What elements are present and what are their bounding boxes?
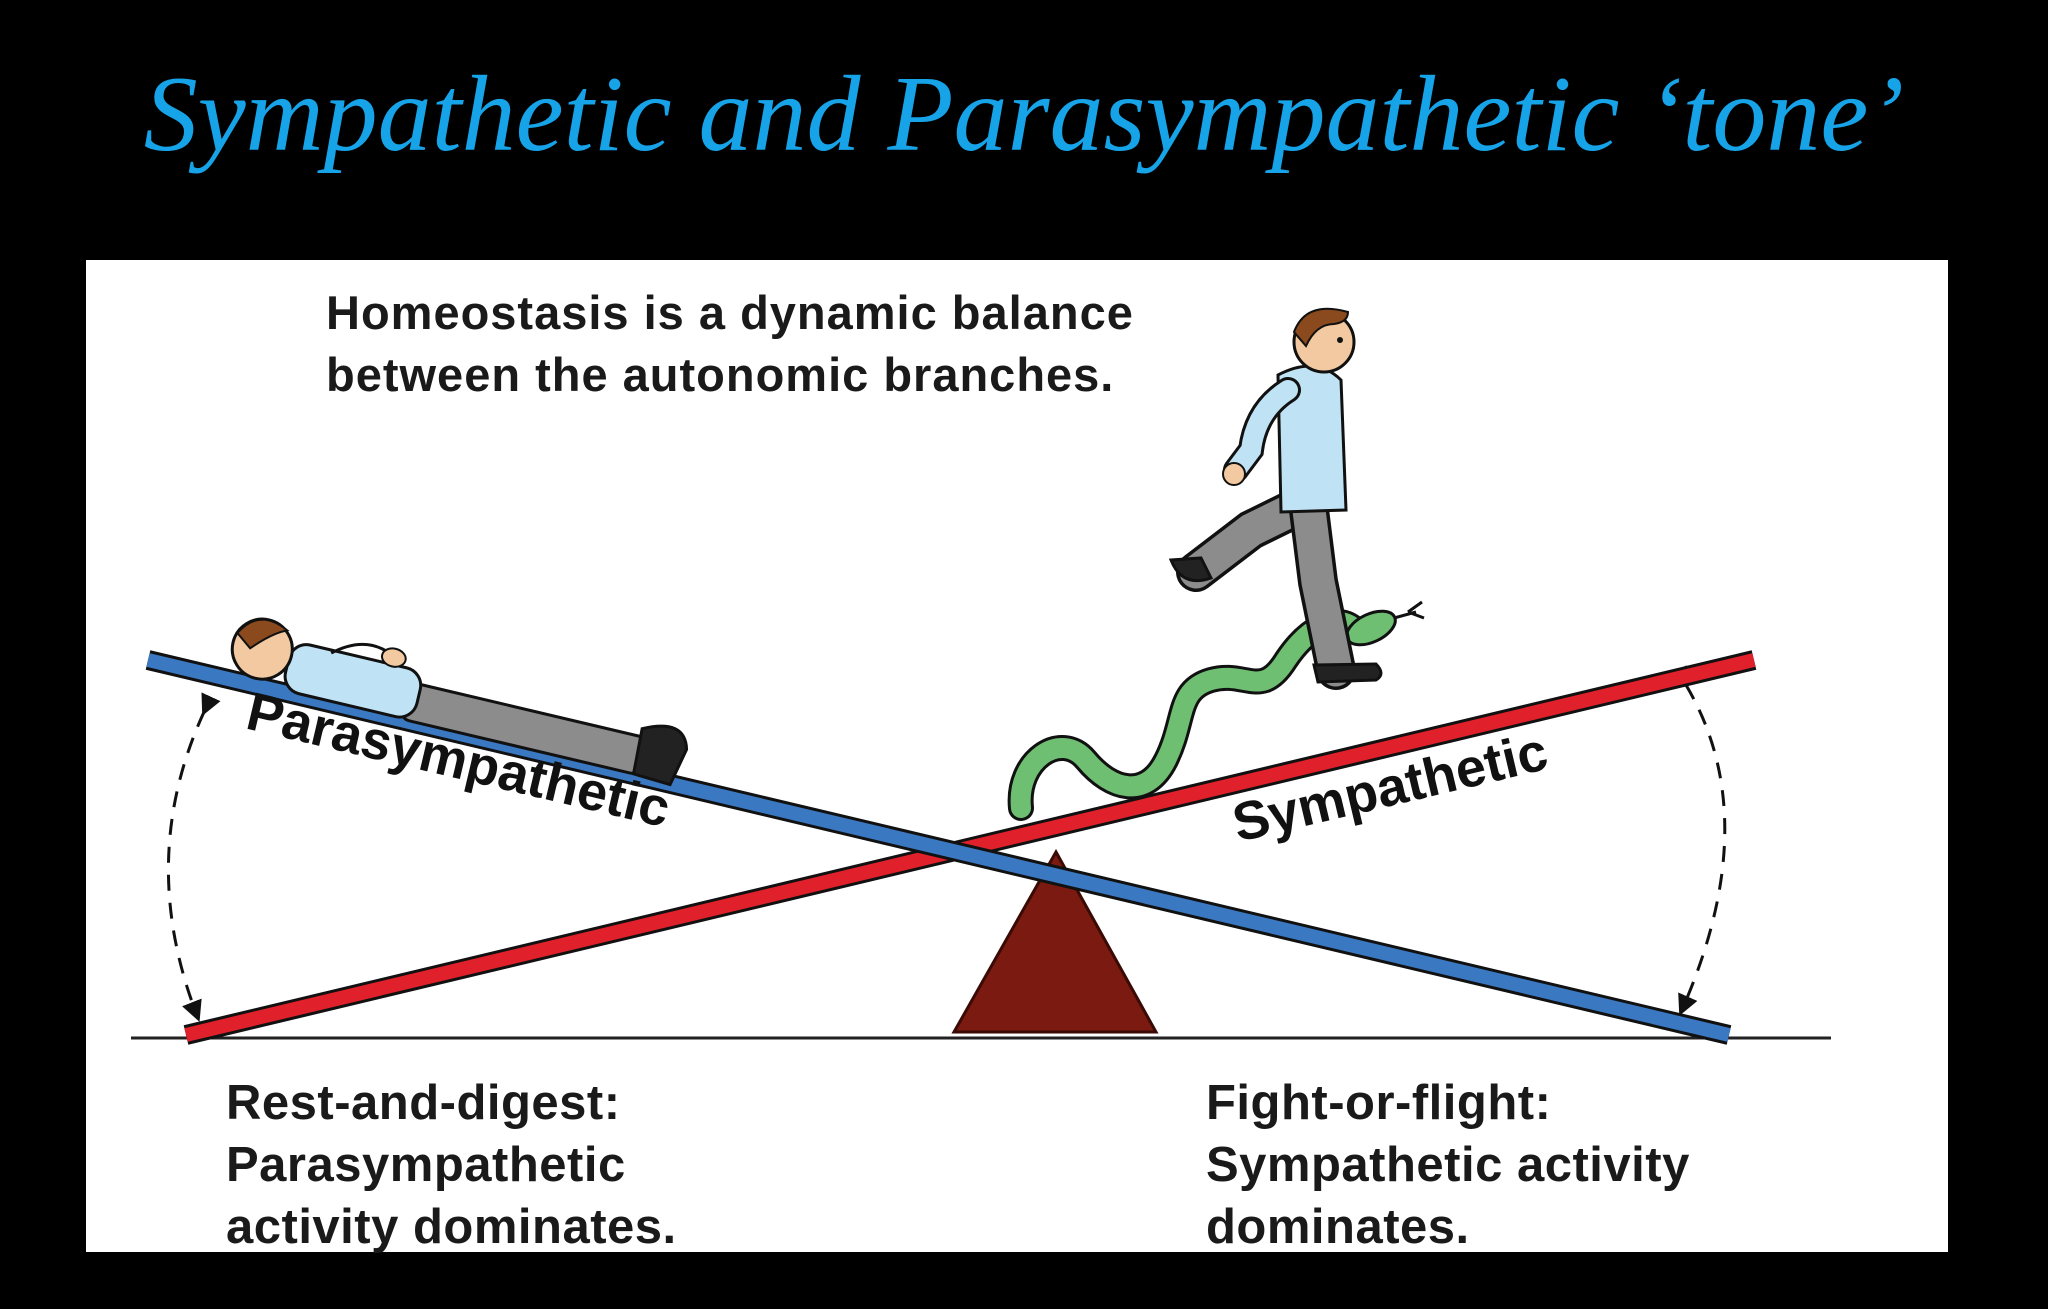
caption-line: between the autonomic branches. xyxy=(326,348,1115,401)
seesaw-diagram: Parasympathetic Sympathetic xyxy=(131,307,1831,1045)
caption-line: Sympathetic activity xyxy=(1206,1138,1690,1192)
caption-line: Parasympathetic xyxy=(226,1138,626,1192)
fight-or-flight-caption: Fight-or-flight: Sympathetic activity do… xyxy=(1206,1072,1690,1258)
resting-man-icon xyxy=(230,617,689,787)
diagram-panel: Parasympathetic Sympathetic xyxy=(86,260,1948,1254)
slide-title: Sympathetic and Parasympathetic ‘tone’ xyxy=(143,55,1905,174)
caption-line: Homeostasis is a dynamic balance xyxy=(326,286,1134,339)
running-man-icon xyxy=(1168,307,1383,690)
caption-line: dominates. xyxy=(1206,1200,1470,1254)
caption-line: Rest-and-digest: xyxy=(226,1076,621,1130)
curved-arrow-icon xyxy=(1668,665,1727,1016)
homeostasis-caption: Homeostasis is a dynamic balance between… xyxy=(326,282,1134,406)
snake-icon xyxy=(1007,600,1425,821)
curved-arrow-icon xyxy=(167,692,221,1022)
caption-line: Fight-or-flight: xyxy=(1206,1076,1552,1130)
caption-line: activity dominates. xyxy=(226,1200,677,1254)
fulcrum-icon xyxy=(951,848,1159,1034)
rest-and-digest-caption: Rest-and-digest: Parasympathetic activit… xyxy=(226,1072,677,1258)
